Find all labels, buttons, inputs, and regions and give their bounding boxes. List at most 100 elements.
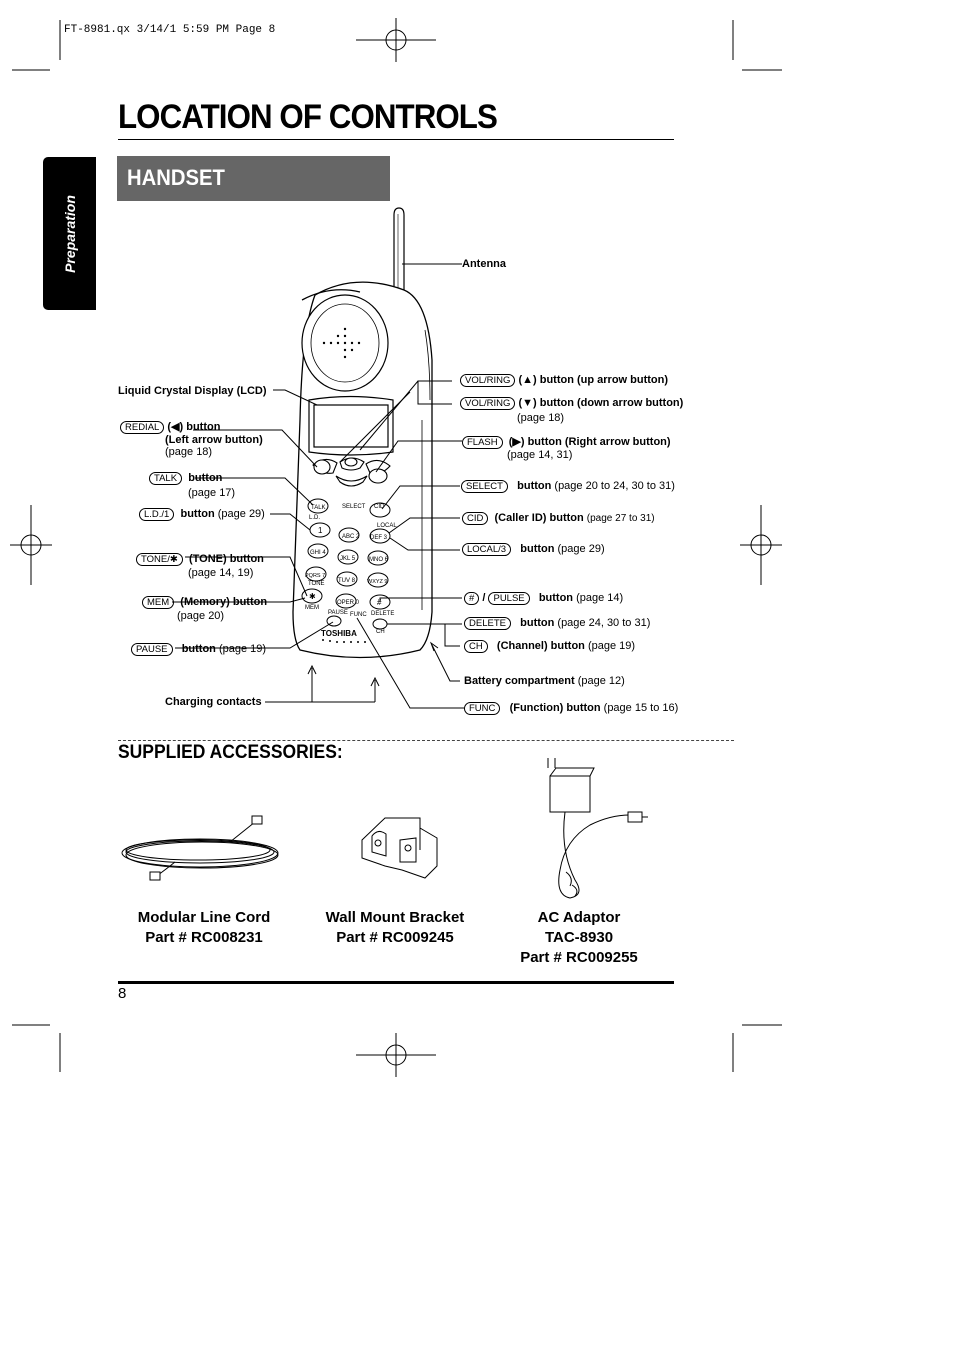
label-cid: CID (Caller ID) button (page 27 to 31) [462,512,655,525]
hash-key: # [464,592,480,605]
title-rule [118,139,674,140]
speaker-holes [322,327,361,359]
tone-page: (page 14, 19) [188,567,254,579]
phone-key-hash: # [377,598,382,607]
key-legends: TALK L.D. SELECT CID LOCAL 1 ABC 2 DEF 3… [305,504,397,638]
phone-brand: TOSHIBA [321,629,357,638]
accessories-heading: SUPPLIED ACCESSORIES: [118,742,343,763]
label-battery: Battery compartment (page 12) [464,675,625,687]
label-vol-up: VOL/RING (▲) button (up arrow button) [460,374,668,387]
accessory-part: Part # RC009255 [520,949,638,966]
accessory-line-cord: Modular Line Cord Part # RC008231 [104,908,304,948]
cid-page: (page 27 to 31) [586,513,655,524]
label-vol-down: VOL/RING (▼) button (down arrow button) [460,397,683,410]
flash-key: FLASH [462,436,503,449]
phone-cid-mark: CID [374,504,385,510]
delete-page: (page 24, 30 to 31) [557,617,651,629]
pulse-text: button [538,592,574,604]
cid-text: (Caller ID) button [494,512,584,524]
vol-down-text: (▼) button (down arrow button) [518,397,684,409]
phone-key-6: MNO 6 [369,557,389,563]
select-key: SELECT [461,480,508,493]
mem-text: (Memory) button [180,596,268,608]
phone-key-8: TUV 8 [338,578,356,584]
battery-text: Battery compartment [464,675,575,687]
wall-bracket-drawing [361,817,438,879]
label-charging: Charging contacts [165,696,262,708]
select-text: button [517,480,552,492]
pulse-key: PULSE [488,592,530,605]
section-title: HANDSET [127,165,225,190]
side-tab-label: Preparation [61,194,78,273]
cid-key: CID [462,512,489,525]
ch-text: (Channel) button [496,640,585,652]
func-text: (Function) button [509,702,601,714]
label-local: LOCAL/3 button (page 29) [462,543,605,556]
local-key: LOCAL/3 [462,543,512,556]
redial-text: (◀) button [167,421,221,433]
phone-key-5: JKL 5 [340,556,356,562]
phone-delete-mark: DELETE [371,611,394,617]
vol-up-text: (▲) button (up arrow button) [518,374,669,386]
label-tone: TONE/✱ (TONE) button [136,553,264,566]
ch-key: CH [464,640,488,653]
func-key: FUNC [464,702,501,715]
redial-key: REDIAL [120,421,165,434]
phone-mem-mark: MEM [305,605,319,611]
phone-talk-mark: TALK [311,505,326,511]
talk-key: TALK [149,472,183,485]
phone-ld-mark: L.D. [309,515,320,521]
volring-down-key: VOL/RING [460,397,516,410]
mic-holes [322,639,366,643]
lcd-shape [308,395,394,456]
phone-tone-mark: TONE [308,581,325,587]
delete-text: button [520,617,555,629]
delete-key: DELETE [464,617,511,630]
label-flash: FLASH (▶) button (Right arrow button) [462,435,671,449]
accessory-part: Part # RC009245 [336,929,454,946]
pause-key: PAUSE [131,643,173,656]
accessory-name: Wall Mount Bracket [325,909,465,926]
tone-text: (TONE) button [188,553,264,565]
talk-page: (page 17) [188,487,236,499]
phone-key-1: 1 [318,526,323,535]
flash-page: (page 14, 31) [507,449,573,461]
label-mem: MEM (Memory) button [142,596,267,609]
redial-sub: (Left arrow button) [165,434,263,446]
print-slug: FT-8981.qx 3/14/1 5:59 PM Page 8 [64,24,276,36]
crop-marks [10,18,782,1077]
mem-page: (page 20) [177,610,225,622]
accessory-model: TAC-8930 [544,929,614,946]
tone-key: TONE/✱ [136,553,183,566]
label-talk: TALK button [149,472,222,485]
label-pause: PAUSE button (page 19) [131,643,266,656]
phone-key-7: PQRS 7 [305,573,325,579]
phone-key-3: DEF 3 [370,535,388,541]
antenna-shape [393,207,405,299]
accessory-name: Modular Line Cord [137,909,271,926]
local-text: button [520,543,555,555]
ac-adaptor-drawing [547,758,648,899]
accessory-wall-bracket: Wall Mount Bracket Part # RC009245 [295,908,495,948]
flash-text: (▶) button (Right arrow button) [508,436,671,448]
local-page: (page 29) [557,543,605,555]
leader-lines [172,263,464,709]
page-title: LOCATION OF CONTROLS [118,98,498,136]
section-header: HANDSET [117,156,390,201]
label-lcd: Liquid Crystal Display (LCD) [118,385,267,397]
volring-up-key: VOL/RING [460,374,516,387]
phone-select-mark: SELECT [342,504,366,510]
label-redial: REDIAL (◀) button [120,420,220,434]
footer-rule [118,981,674,984]
label-ch: CH (Channel) button (page 19) [464,640,635,653]
ld-page: (page 29) [217,508,265,520]
phone-pause-mark: PAUSE [328,610,348,616]
hash-slash: / [482,592,486,604]
label-hash-pulse: # / PULSE button (page 14) [464,592,623,605]
pause-text: button [181,643,216,655]
side-tab: Preparation [43,157,96,310]
label-ld: L.D./1 button (page 29) [139,508,265,521]
label-delete: DELETE button (page 24, 30 to 31) [464,617,650,630]
func-page: (page 15 to 16) [603,702,679,714]
